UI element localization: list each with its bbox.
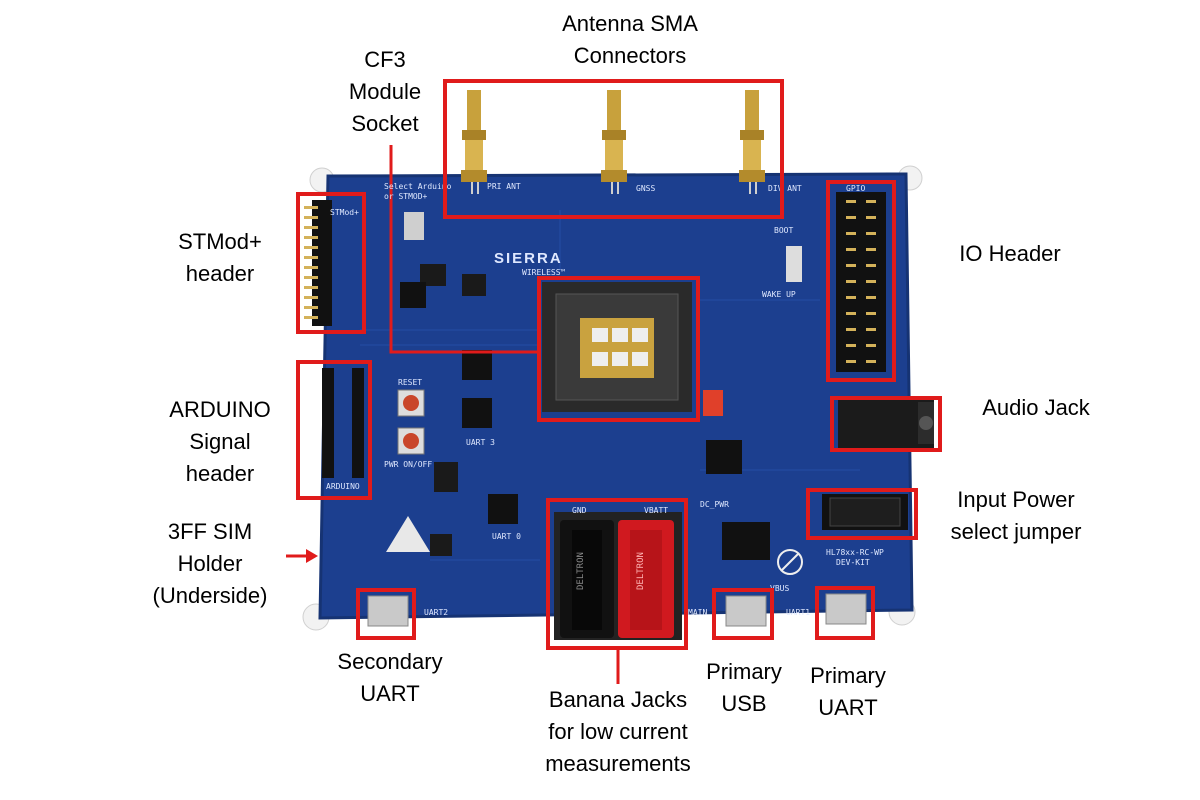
silk-pri-ant: PRI ANT [487, 182, 521, 191]
silk-pwr: PWR ON/OFF [384, 460, 433, 469]
callout-audio-jack: Audio Jack [982, 395, 1090, 420]
silk-dc-pwr: DC_PWR [700, 500, 729, 509]
silk-uart1: UART1 [786, 608, 811, 617]
silk-stmod: STMod+ [330, 208, 359, 217]
cf3-highlight-box [537, 276, 700, 422]
gpio-highlight-box [826, 180, 896, 382]
silk-devkit: DEV-KIT [836, 558, 870, 567]
primary-usb-highlight-box [712, 588, 774, 640]
cf3-socket [542, 282, 692, 412]
silk-vbatt: VBATT [644, 506, 669, 515]
silk-select-arduino: Select Arduino [384, 182, 452, 191]
stmod-highlight-box [296, 192, 366, 334]
antenna-highlight-box [443, 79, 784, 219]
silk-uart2: UART2 [424, 608, 449, 617]
silk-div-ant: DIV ANT [768, 184, 802, 193]
power-jumper-pins [822, 494, 908, 530]
callout-io-header: IO Header [959, 241, 1061, 266]
silk-model: HL78xx-RC-WP [826, 548, 884, 557]
silk-gnss: GNSS [636, 184, 656, 193]
arduino-highlight-box [296, 360, 372, 500]
audio-jack [838, 398, 934, 448]
power-jumper-highlight-box [806, 488, 918, 540]
silk-gpio: GPIO [846, 184, 866, 193]
brand-sub-text: WIRELESS™ [522, 268, 566, 277]
arduino-header-pins [322, 368, 334, 478]
antenna-connectors [461, 90, 765, 194]
silk-gnd: GND [572, 506, 587, 515]
silk-uart3: UART 3 [466, 438, 495, 447]
silk-vbus: VBUS [770, 584, 790, 593]
brand-logo-text: SIERRA [494, 250, 563, 267]
silk-or-stmod: or STMOD+ [384, 192, 428, 201]
silk-main: MAIN [688, 608, 708, 617]
banana-jacks [554, 512, 682, 640]
silk-arduino: ARDUINO [326, 482, 360, 491]
silk-uart0: UART 0 [492, 532, 521, 541]
silk-boot: BOOT [774, 226, 794, 235]
banana-highlight-box [546, 498, 688, 650]
primary-uart-highlight-box [815, 586, 875, 640]
gpio-header-pins [836, 192, 886, 372]
silk-reset: RESET [398, 378, 423, 387]
stmod-header-pins [312, 200, 332, 326]
silk-wake-up: WAKE UP [762, 290, 796, 299]
callout-stmod: STMod+header [178, 229, 262, 286]
audio-highlight-box [830, 396, 942, 452]
secondary-uart-highlight-box [356, 588, 416, 640]
